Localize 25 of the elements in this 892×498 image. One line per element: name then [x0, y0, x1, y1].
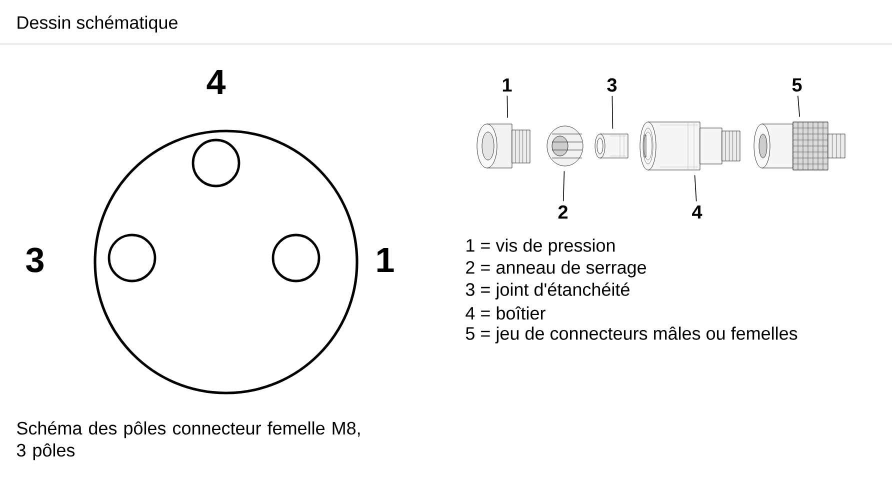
legend-line: 2 = anneau de serrage	[466, 260, 646, 278]
pin-number: 1	[377, 248, 394, 272]
legend-line: 1 = vis de pression	[466, 238, 615, 256]
callout-number: 4	[692, 205, 702, 219]
screw-drawing	[476, 124, 530, 168]
pin-number: 4	[206, 70, 226, 94]
clamp-ring-drawing	[546, 126, 584, 166]
caption: Schéma des pôles connecteur femelle M8, 3 pôles	[16, 421, 360, 460]
seal-drawing	[594, 134, 628, 158]
leader-line	[562, 170, 565, 202]
legend-line: 3 = joint d'étanchéité	[466, 282, 630, 300]
leader-line	[506, 95, 508, 118]
leader-line	[694, 174, 697, 202]
leader-line	[612, 96, 614, 130]
heading: Dessin schématique	[18, 16, 178, 32]
callout-number: 1	[502, 78, 512, 92]
legend-line: 5 = jeu de connecteurs mâles ou femelles	[466, 326, 798, 344]
callout-number: 2	[558, 205, 568, 219]
callout-number: 3	[607, 78, 617, 92]
callout-number: 5	[792, 78, 802, 92]
legend-line: 4 = boîtier	[466, 306, 546, 320]
connector-insert-drawing	[754, 122, 846, 170]
housing-drawing	[640, 122, 740, 170]
pin-number: 3	[26, 248, 44, 272]
leader-line	[797, 95, 800, 118]
